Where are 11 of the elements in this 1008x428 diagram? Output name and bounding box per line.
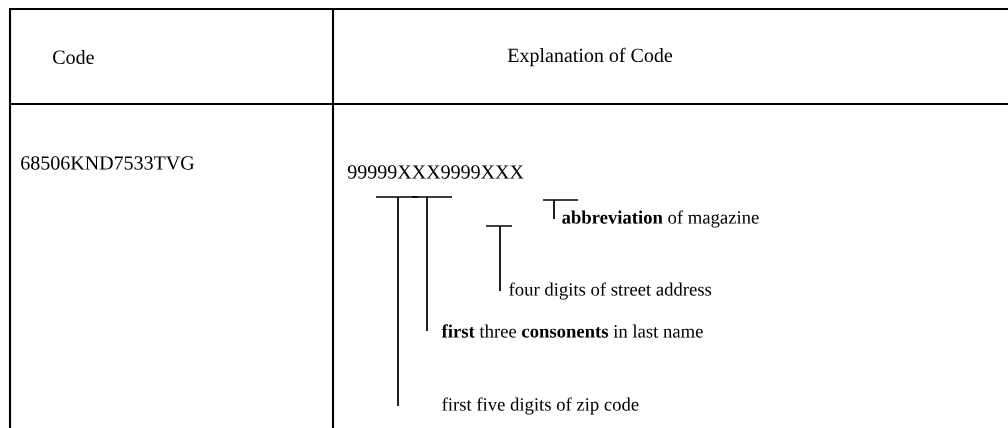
explanation-text: abbreviation of magazine [562,210,759,228]
column-header: Explanation of Code [507,47,673,67]
explanation-text: first three consonents in last name [441,324,703,338]
explanation-text: first five digits of zip code [442,397,639,415]
column-header: Code [53,49,94,65]
explanation-text: four digits of street address [509,282,712,300]
code-text: 68506KND7533TVG [21,156,195,170]
leader-line [542,199,579,220]
code-pattern: 99999XXX9999XXX [347,165,524,179]
leader-line [375,196,419,407]
leader-line [485,225,513,292]
